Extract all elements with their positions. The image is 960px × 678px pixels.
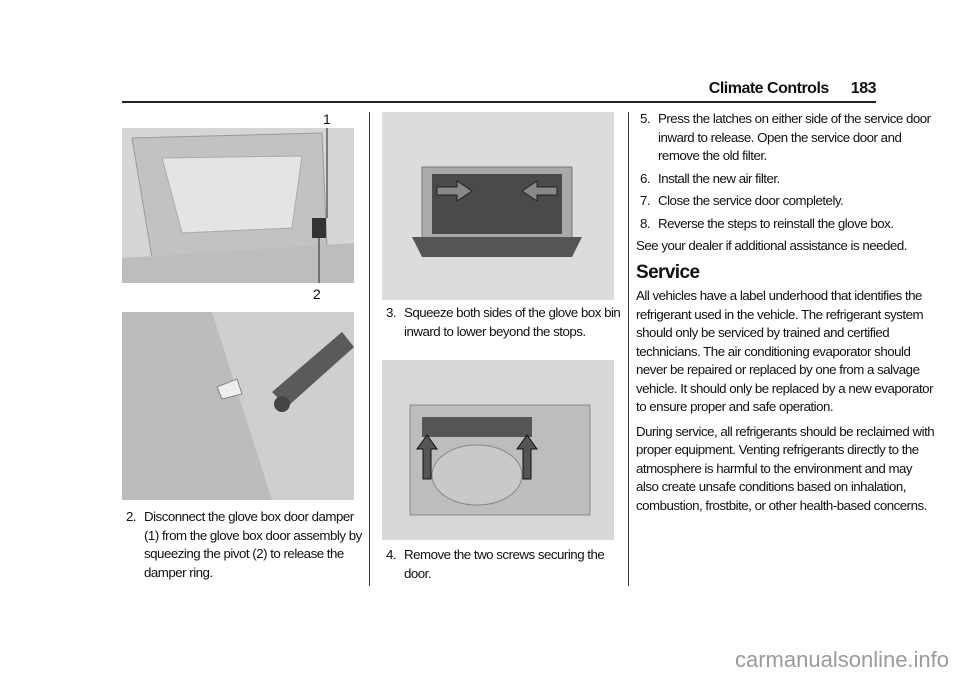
column-2-text-a: 3. Squeeze both sides of the glove box bi… (382, 304, 622, 345)
step-text: Close the service door completely. (658, 193, 844, 208)
page-number: 183 (850, 80, 877, 97)
section-title: Climate Controls (708, 80, 830, 97)
step-number: 3. (386, 305, 397, 320)
dealer-note: See your dealer if additional assistance… (636, 238, 907, 253)
step-item: 4. Remove the two screws securing the doo… (382, 546, 622, 583)
column-3-text: 5. Press the latches on either side of th… (636, 110, 936, 521)
column-1-text: 2. Disconnect the glove box door damper (… (122, 508, 362, 586)
step-item: 7. Close the service door completely. (636, 192, 936, 211)
column-divider (369, 112, 370, 586)
glove-box-damper-figure (122, 128, 354, 283)
step-number: 5. (640, 111, 651, 126)
step-text: Reverse the steps to reinstall the glove… (658, 215, 894, 231)
step-text: Disconnect the glove box door damper (1)… (144, 509, 362, 580)
step-number: 4. (386, 547, 397, 562)
step-item: 5. Press the latches on either side of th… (636, 110, 936, 166)
step-number: 2. (126, 509, 137, 524)
column-2-text-b: 4. Remove the two screws securing the doo… (382, 546, 622, 587)
step-number: 8. (640, 215, 651, 231)
service-heading: Service (636, 261, 700, 283)
running-header: Climate Controls 183 (708, 80, 877, 98)
service-paragraph-2: During service, all refrigerants should … (636, 423, 935, 513)
step-text: Install the new air filter. (658, 170, 780, 186)
step-item: 6. Install the new air filter. (636, 170, 936, 189)
service-paragraph-1: All vehicles have a label underhood that… (636, 288, 934, 414)
service-door-figure (382, 360, 614, 540)
step-item: 2. Disconnect the glove box door damper (… (122, 508, 362, 582)
header-rule (122, 101, 876, 103)
callout-2: 2 (313, 286, 321, 302)
column-divider (628, 112, 629, 586)
callout-1: 1 (323, 111, 331, 127)
step-number: 6. (640, 170, 651, 186)
step-number: 7. (640, 193, 651, 208)
step-item: 3. Squeeze both sides of the glove box bi… (382, 304, 622, 341)
step-text: Press the latches on either side of the … (658, 111, 931, 163)
glove-box-bin-figure (382, 112, 614, 300)
watermark: carmanualsonline.info (735, 647, 950, 672)
step-item: 8. Reverse the steps to reinstall the glo… (636, 215, 936, 234)
step-text: Remove the two screws securing the door. (404, 547, 605, 581)
damper-removal-figure (122, 312, 354, 500)
step-text: Squeeze both sides of the glove box bin … (404, 305, 621, 339)
